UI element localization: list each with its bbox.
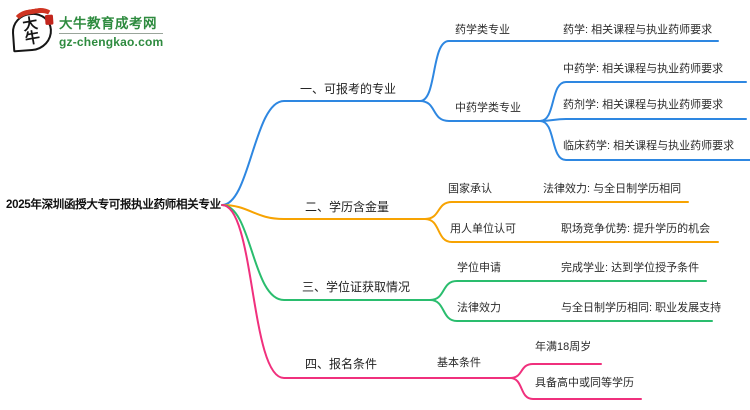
edge-branch1-tcm-child2 — [539, 118, 747, 122]
edge-branch4 — [221, 204, 511, 379]
edge-branch4-child2 — [509, 377, 642, 400]
node-branch3-label: 三、学位证获取情况 — [302, 280, 411, 294]
node-employer-recognized: 用人单位认可 — [450, 223, 516, 235]
node-legal-effect-detail: 法律效力: 与全日制学历相同 — [543, 183, 682, 195]
node-pharmacy-group: 药学类专业 — [455, 24, 510, 36]
node-pharmacy-detail: 药学: 相关课程与执业药师要求 — [563, 24, 713, 36]
site-url: gz-chengkao.com — [59, 34, 164, 49]
edge-branch2 — [221, 204, 426, 220]
node-tcm-detail1: 中药学: 相关课程与执业药师要求 — [563, 63, 724, 75]
node-basic-conditions: 基本条件 — [437, 357, 481, 369]
edge-branch3-child1 — [429, 280, 707, 301]
site-name: 大牛教育成考网 — [59, 15, 157, 31]
node-branch1-label: 一、可报考的专业 — [300, 82, 397, 96]
node-tcm-detail2: 药剂学: 相关课程与执业药师要求 — [563, 99, 724, 111]
node-degree-application-detail: 完成学业: 达到学位授予条件 — [561, 262, 700, 274]
node-branch4-label: 四、报名条件 — [305, 357, 378, 371]
node-degree-legal-effect: 法律效力 — [457, 302, 501, 314]
edge-branch4-child1 — [509, 363, 602, 379]
edge-branch3-child2 — [429, 299, 713, 322]
node-age-requirement: 年满18周岁 — [535, 341, 592, 353]
edge-branch1 — [221, 100, 421, 206]
root-node-title: 2025年深圳函授大专可报执业药师相关专业 — [6, 199, 221, 211]
edge-branch1-tcm-group — [419, 100, 541, 122]
node-education-requirement: 具备高中或同等学历 — [535, 377, 634, 389]
node-branch2-label: 二、学历含金量 — [305, 200, 390, 214]
logo-divider — [59, 32, 164, 34]
site-logo: 大牛 大牛教育成考网 gz-chengkao.com — [10, 5, 164, 53]
node-tcm-detail3: 临床药学: 相关课程与执业药师要求 — [563, 140, 735, 152]
node-state-recognized: 国家承认 — [448, 183, 492, 195]
edge-branch1-tcm-child1 — [539, 81, 747, 122]
node-degree-application: 学位申请 — [457, 262, 501, 274]
edge-branch1-tcm-child3 — [539, 120, 750, 161]
edge-branch2-child2 — [424, 218, 719, 243]
edge-branch3 — [221, 204, 431, 301]
logo-text-block: 大牛教育成考网 gz-chengkao.com — [59, 15, 164, 49]
node-tcm-group: 中药学类专业 — [455, 102, 521, 114]
node-career-advantage-detail: 职场竞争优势: 提升学历的机会 — [561, 223, 711, 235]
edge-branch1-pharmacy-group — [419, 40, 719, 102]
node-degree-legal-effect-detail: 与全日制学历相同: 职业发展支持 — [561, 302, 722, 314]
edge-branch2-child1 — [424, 201, 689, 220]
